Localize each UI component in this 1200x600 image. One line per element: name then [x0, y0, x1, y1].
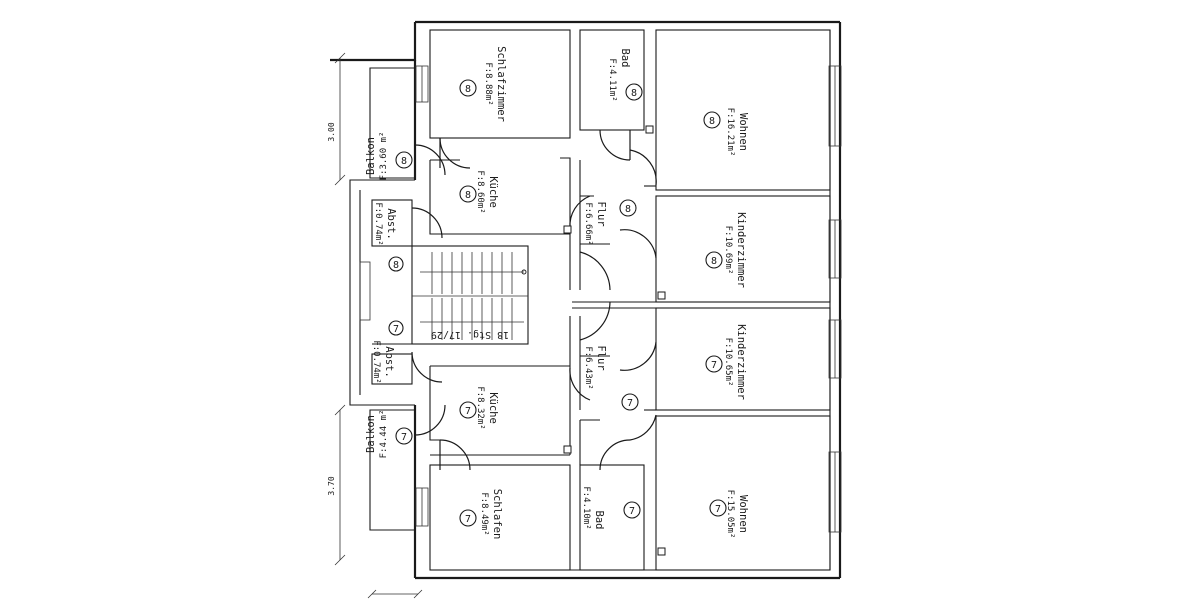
room-name: Wohnen	[737, 495, 749, 533]
room-kueche-7: Küche F:8.32m²	[475, 386, 499, 429]
stair-label: 18 Stg. 17/29	[431, 329, 509, 340]
room-name: Flur	[595, 345, 607, 370]
room-kueche-8: Küche F:8.60m²	[475, 170, 499, 213]
room-abst-7: Abst. F:0.74m²	[371, 340, 395, 383]
abst-8-outline	[371, 199, 413, 247]
room-name: Kinderzimmer	[735, 324, 747, 400]
unit-number: 8	[401, 156, 407, 167]
room-area: F:0.74m²	[371, 340, 381, 383]
room-schlafen-7: Schlafen F:8.49m²	[479, 489, 503, 540]
room-name: Schlafen	[491, 489, 503, 540]
balconies	[369, 67, 415, 531]
room-bad-7: Bad F:4.10m²	[581, 486, 605, 529]
unit-number: 7	[401, 432, 407, 443]
unit-number: 7	[711, 360, 717, 371]
room-wohnen-8: Wohnen F:16.21m²	[725, 108, 749, 157]
room-balkon-8: Balkon F:3.60 m²	[365, 132, 389, 181]
room-partitions	[429, 29, 831, 571]
schlafzimmer-8-outline	[429, 29, 571, 139]
unit-number: 8	[711, 256, 717, 267]
room-bad-8: Bad F:4.11m²	[607, 49, 631, 102]
room-flur-8: Flur F:6.66m²	[583, 201, 607, 245]
room-area: F:4.11m²	[607, 58, 617, 101]
room-area: F:3.60 m²	[379, 132, 389, 181]
room-balkon-7: Balkon F:4.44 m²	[365, 410, 389, 459]
room-name: Bad	[619, 49, 631, 68]
unit-number: 7	[629, 506, 635, 517]
unit-number: 7	[627, 398, 633, 409]
schlafen-7-outline	[429, 464, 571, 571]
room-area: F:10.69m²	[723, 226, 733, 275]
unit-number: 7	[393, 324, 399, 335]
dimensions: 3.00 3.70	[327, 52, 423, 599]
wohnen-8-outline	[655, 29, 831, 191]
room-area: F:8.32m²	[475, 386, 485, 429]
room-wohnen-7: Wohnen F:15.05m²	[725, 490, 749, 539]
room-area: F:8.88m²	[483, 62, 493, 105]
dimension-lower: 3.70	[327, 476, 336, 495]
room-schlafzimmer-8: Schlafzimmer F:8.88m²	[483, 46, 507, 122]
room-name: Flur	[595, 201, 607, 226]
kinderzimmer-8-outline	[655, 195, 831, 303]
room-name: Kinderzimmer	[735, 212, 747, 288]
unit-number: 8	[465, 84, 471, 95]
windows	[359, 65, 842, 533]
room-abst-8: Abst. F:0.74m²	[373, 202, 397, 245]
room-name: Wohnen	[737, 113, 749, 151]
unit-number: 8	[465, 190, 471, 201]
room-area: F:8.49m²	[479, 492, 489, 535]
unit-number: 7	[465, 406, 471, 417]
room-area: F:0.74m²	[373, 202, 383, 245]
room-kinderzimmer-7: Kinderzimmer F:10.65m²	[723, 324, 747, 400]
room-name: Abst.	[383, 346, 395, 378]
room-kinderzimmer-8: Kinderzimmer F:10.69m²	[723, 212, 747, 288]
bad-7-outline	[579, 464, 645, 571]
unit-number: 7	[715, 504, 721, 515]
door-swings	[414, 125, 666, 556]
staircase: 18 Stg. 17/29	[372, 245, 611, 345]
room-name: Abst.	[385, 208, 397, 240]
room-name: Balkon	[365, 137, 377, 175]
unit-number: 8	[631, 88, 637, 99]
room-name: Küche	[487, 392, 499, 424]
abst-7-outline	[371, 353, 413, 385]
room-area: F:16.21m²	[725, 108, 735, 157]
room-flur-7: Flur F:6.43m²	[583, 345, 607, 389]
room-area: F:4.10m²	[581, 486, 591, 529]
bad-8-outline	[579, 29, 645, 131]
unit-number: 8	[709, 116, 715, 127]
room-name: Balkon	[365, 415, 377, 453]
room-area: F:10.65m²	[723, 338, 733, 387]
room-area: F:15.05m²	[725, 490, 735, 539]
room-area: F:6.66m²	[583, 202, 593, 245]
unit-number: 8	[625, 204, 631, 215]
room-area: F:8.60m²	[475, 170, 485, 213]
wohnen-7-outline	[655, 415, 831, 571]
unit-number: 7	[465, 514, 471, 525]
room-name: Schlafzimmer	[495, 46, 507, 122]
room-name: Küche	[487, 176, 499, 208]
unit-number: 8	[393, 260, 399, 271]
room-area: F:4.44 m²	[379, 410, 389, 459]
dimension-upper: 3.00	[327, 122, 336, 141]
room-name: Bad	[593, 511, 605, 530]
room-area: F:6.43m²	[583, 346, 593, 389]
kinderzimmer-7-outline	[655, 307, 831, 411]
